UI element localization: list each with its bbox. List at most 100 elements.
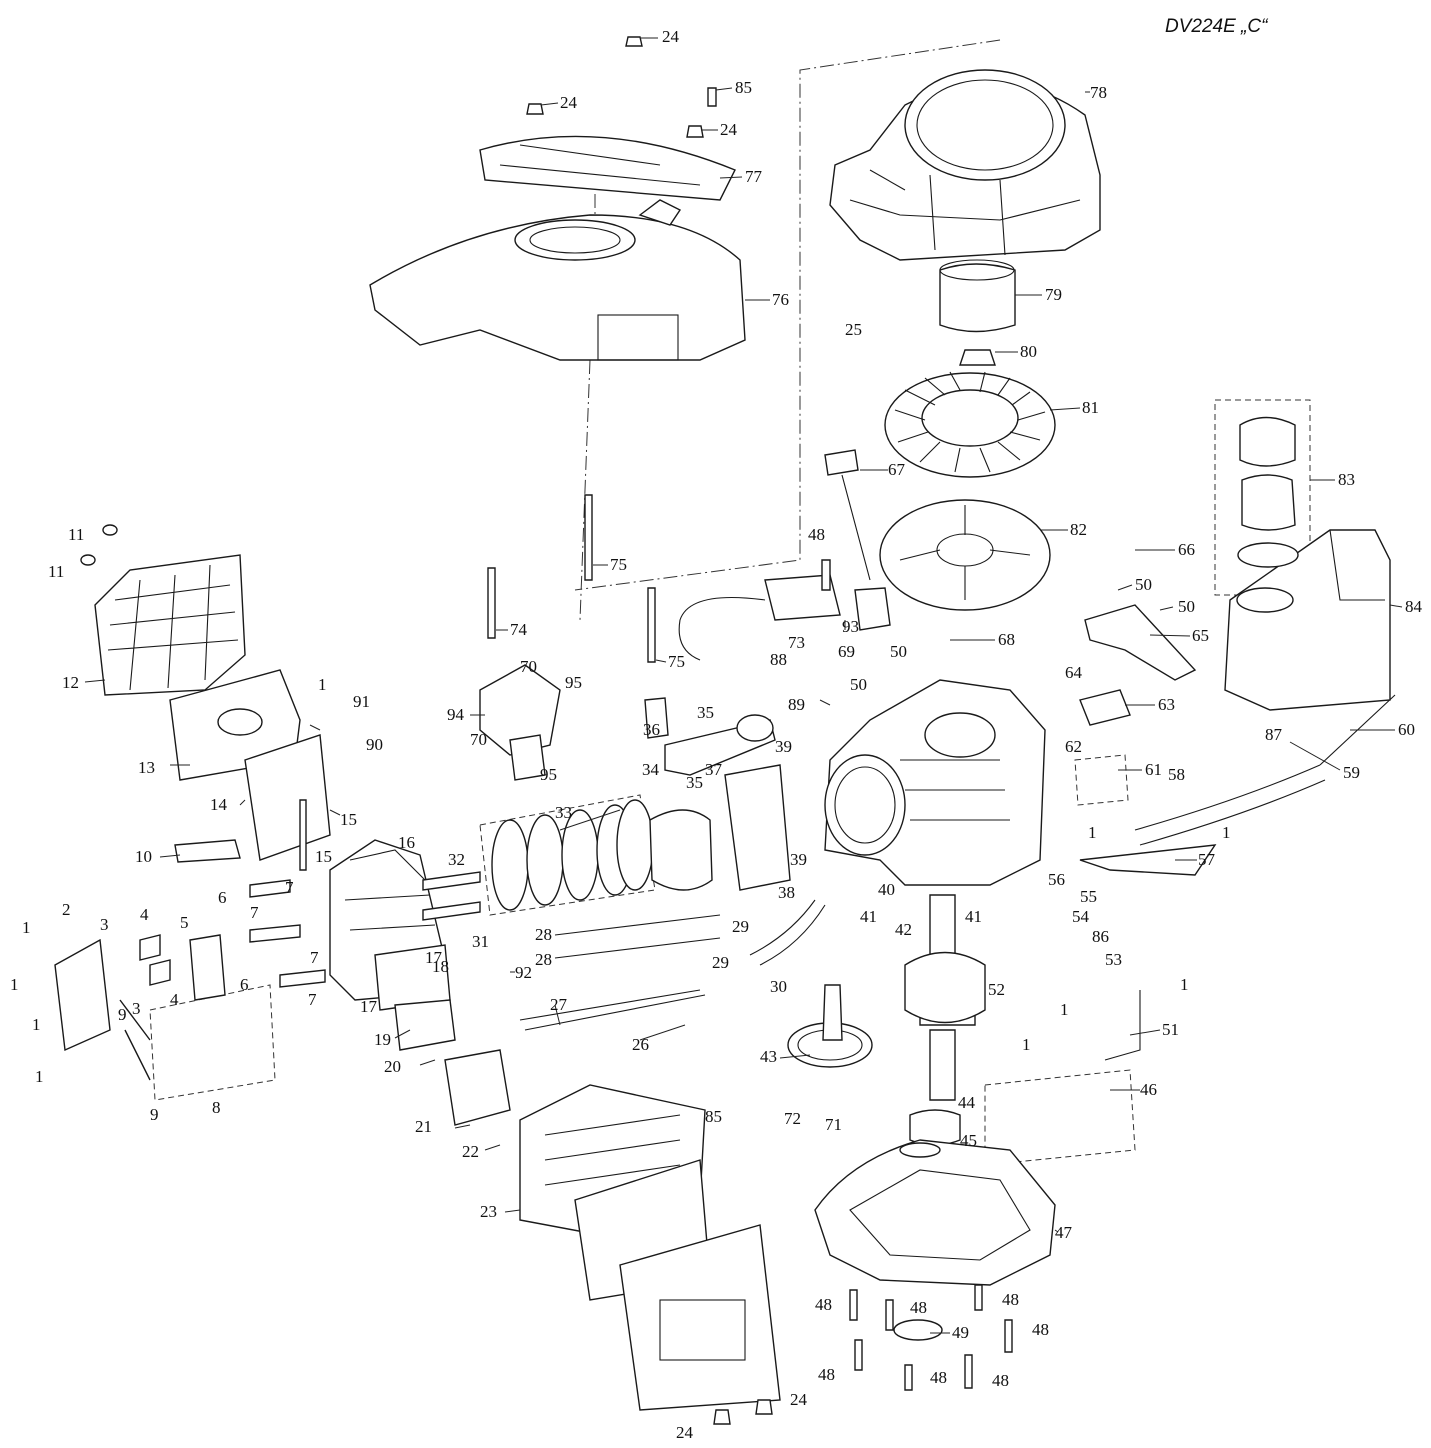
part-label-50-b: 50 [1178,597,1195,616]
part-label-67: 67 [888,460,906,479]
part-label-1-cover-c: 1 [32,1015,41,1034]
recoil-starter [369,135,746,361]
part-label-58: 58 [1168,765,1185,784]
part-label-1-cover-d: 1 [35,1067,44,1086]
part-label-42: 42 [895,920,912,939]
part-label-19: 19 [374,1030,391,1049]
part-label-6-b: 6 [240,975,249,994]
part-label-1-lever-b: 1 [1180,975,1189,994]
part-label-51: 51 [1162,1020,1179,1039]
part-label-50-a: 50 [1135,575,1152,594]
part-label-87: 87 [1265,725,1283,744]
part-label-26: 26 [632,1035,649,1054]
crankcase [824,679,1046,886]
part-label-63: 63 [1158,695,1175,714]
part-label-37: 37 [705,760,723,779]
assembly-guides [149,39,1311,1166]
part-label-61: 61 [1145,760,1162,779]
part-label-64: 64 [1065,663,1083,682]
part-label-43: 43 [760,1047,777,1066]
part-label-95-b: 95 [540,765,557,784]
part-label-11-b: 11 [48,562,64,581]
part-label-28-a: 28 [535,925,552,944]
part-label-70-a: 70 [520,657,537,676]
part-label-48-d: 48 [1032,1320,1049,1339]
part-label-76: 76 [772,290,789,309]
part-label-1-gear: 1 [1022,1035,1031,1054]
part-label-57: 57 [1198,850,1216,869]
part-label-24-bottom-right: 24 [790,1390,808,1409]
part-label-46: 46 [1140,1080,1157,1099]
part-label-56: 56 [1048,870,1065,889]
part-label-7-d: 7 [308,990,317,1009]
part-label-24-left: 24 [560,93,578,112]
diagram-title: DV224E „C“ [1165,16,1269,37]
muffler-assembly [54,554,331,1052]
flywheel-group [879,259,1056,611]
part-label-1-bracket: 1 [318,675,327,694]
cylinder-head [329,839,456,1051]
part-label-39-b: 39 [790,850,807,869]
part-label-41-a: 41 [860,907,877,926]
leader-lines [84,37,1403,1334]
part-label-89: 89 [788,695,805,714]
fuel-tank [1224,416,1391,711]
part-label-7-a: 7 [285,878,294,897]
part-label-82: 82 [1070,520,1087,539]
piston-group [491,697,791,911]
part-label-83: 83 [1338,470,1355,489]
part-label-24-right: 24 [720,120,738,139]
part-label-22: 22 [462,1142,479,1161]
part-label-16: 16 [398,833,415,852]
part-label-48-coil: 48 [808,525,825,544]
part-label-88: 88 [770,650,787,669]
crankshaft [787,894,986,1146]
part-label-36: 36 [643,720,660,739]
part-label-12: 12 [62,673,79,692]
part-label-60: 60 [1398,720,1415,739]
part-label-15-a: 15 [340,810,357,829]
part-label-48-b: 48 [910,1298,927,1317]
part-label-31: 31 [472,932,489,951]
part-label-17-a: 17 [425,948,443,967]
part-label-85-bottom: 85 [705,1107,722,1126]
part-label-75-bottom: 75 [668,652,685,671]
crankcase-cover [814,1139,1056,1341]
ignition-coil [678,449,891,661]
part-label-10: 10 [135,847,152,866]
part-label-25: 25 [845,320,862,339]
part-label-29-b: 29 [712,953,729,972]
part-label-48-e: 48 [818,1365,835,1384]
part-label-40: 40 [878,880,895,899]
part-label-84: 84 [1405,597,1423,616]
part-label-7-b: 7 [250,903,259,922]
part-label-1-cover-a: 1 [22,918,31,937]
part-label-77: 77 [745,167,763,186]
part-label-27: 27 [550,995,568,1014]
blower-housing [829,69,1101,261]
part-label-4-b: 4 [170,990,179,1009]
part-label-55: 55 [1080,887,1097,906]
part-label-86: 86 [1092,927,1109,946]
part-label-72: 72 [784,1109,801,1128]
part-label-9-a: 9 [118,1005,127,1024]
part-label-23: 23 [480,1202,497,1221]
part-label-14: 14 [210,795,228,814]
part-label-48-g: 48 [992,1371,1009,1390]
part-label-70-b: 70 [470,730,487,749]
part-label-7-c: 7 [310,948,319,967]
part-label-93: 93 [842,617,859,636]
part-label-91: 91 [353,692,370,711]
part-label-44: 44 [958,1093,976,1112]
part-label-11-a: 11 [68,525,84,544]
part-label-28-b: 28 [535,950,552,969]
part-label-74: 74 [510,620,528,639]
part-label-66: 66 [1178,540,1195,559]
part-label-90: 90 [366,735,383,754]
part-label-29-a: 29 [732,917,749,936]
part-label-65: 65 [1192,626,1209,645]
part-label-38: 38 [778,883,795,902]
part-label-53: 53 [1105,950,1122,969]
part-label-45: 45 [960,1131,977,1150]
part-label-49: 49 [952,1323,969,1342]
